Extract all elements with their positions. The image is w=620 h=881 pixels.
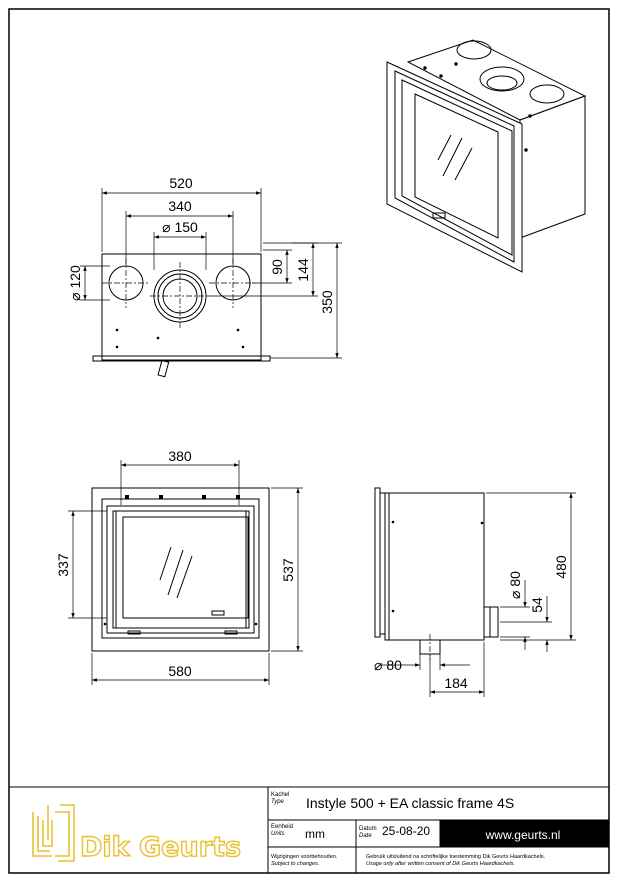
front-door <box>112 510 250 629</box>
dim-top-depth: 350 <box>319 290 335 314</box>
iso-frame-inner <box>394 70 515 263</box>
date-label-nl: Datum <box>359 826 377 832</box>
units-value: mm <box>305 827 325 841</box>
dim-side-bottom-dia: ⌀ 80 <box>374 657 402 673</box>
dim-side-offset-184: 184 <box>444 675 468 691</box>
logo-text: Dik Geurts <box>80 832 241 863</box>
dim-front-inner-width: 380 <box>168 448 192 464</box>
iso-glass <box>414 93 499 239</box>
iso-pipe-left <box>456 40 492 60</box>
side-frame <box>374 487 381 638</box>
dim-top-width: 520 <box>169 175 193 191</box>
date-value: 25-08-20 <box>382 824 430 838</box>
isometric-view <box>386 39 587 273</box>
type-label-nl: Kachel <box>271 792 289 798</box>
side-body <box>384 492 485 641</box>
changes-nl: Wijzigingen voorbehouden. <box>271 854 338 860</box>
dim-top-offset-90: 90 <box>269 259 285 275</box>
title-block: Dik Geurts Kachel Type Instyle 500 + EA … <box>9 786 609 873</box>
changes-en: Subject to changes. <box>271 861 319 867</box>
iso-handle <box>432 212 446 219</box>
dim-front-outer-width: 580 <box>168 663 192 679</box>
dim-top-spacing: 340 <box>168 198 192 214</box>
type-value: Instyle 500 + EA classic frame 4S <box>306 795 514 811</box>
front-frame-inner <box>101 498 260 639</box>
side-view: 480 ⌀ 80 54 ⌀ 80 184 <box>374 487 576 697</box>
dim-top-center-dia: ⌀ 150 <box>162 219 198 235</box>
type-label-en: Type <box>271 799 285 805</box>
sheet-border <box>8 8 610 874</box>
logo-mark <box>32 804 75 862</box>
units-label-en: Units <box>271 831 285 837</box>
top-view-body <box>101 253 262 361</box>
dim-side-pipe-dia: ⌀ 80 <box>507 571 523 599</box>
consent-en: Usage only after written consent of Dik … <box>366 861 515 867</box>
dim-top-offset-144: 144 <box>295 258 311 282</box>
top-view-frame-strip <box>92 355 271 362</box>
top-view: 520 340 ⌀ 150 ⌀ 120 90 144 350 <box>67 175 342 378</box>
units-label-nl: Eenheid <box>271 824 293 830</box>
website-text: www.geurts.nl <box>485 828 561 842</box>
logo: Dik Geurts <box>32 804 242 864</box>
iso-pipe-right <box>529 84 565 104</box>
dim-top-side-dia: ⌀ 120 <box>67 265 83 301</box>
front-glass <box>122 516 249 619</box>
front-frame-outer <box>91 487 270 652</box>
side-rear-pipe <box>483 606 499 638</box>
dim-front-inner-height: 337 <box>55 553 71 577</box>
website-bar <box>440 820 609 847</box>
dim-side-offset-54: 54 <box>529 597 545 613</box>
date-label-en: Date <box>359 833 372 839</box>
consent-nl: Gebruik uitsluitend na schriftelijke toe… <box>366 854 546 860</box>
front-view: 380 337 537 580 <box>55 448 303 685</box>
iso-pipe-center <box>479 66 525 92</box>
top-handle <box>157 359 170 378</box>
iso-door <box>401 79 513 256</box>
front-body <box>106 505 255 634</box>
dim-front-outer-height: 537 <box>280 558 296 582</box>
dim-side-height: 480 <box>553 555 569 579</box>
